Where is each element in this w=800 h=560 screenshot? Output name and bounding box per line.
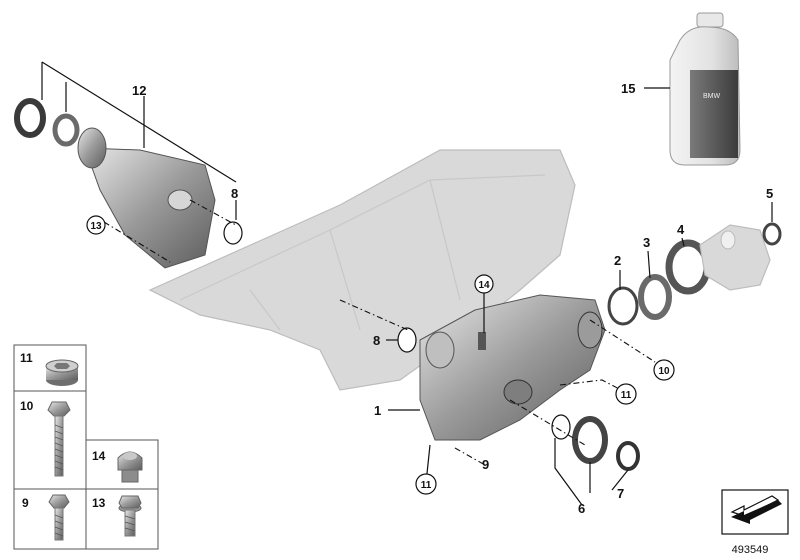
callout-11-right-circle: 11 (615, 383, 637, 405)
legend-num-11: 11 (20, 351, 33, 365)
oil-bottle-label: BMW (703, 93, 721, 100)
o-ring-8-lower (397, 327, 417, 353)
flange-ghost (699, 224, 771, 291)
orientation-arrow-box (721, 489, 789, 535)
callout-4: 4 (677, 222, 685, 237)
callout-11-lower-circle: 11 (415, 473, 437, 495)
legend-num-13: 13 (92, 496, 106, 510)
seal-ring-3 (638, 274, 672, 320)
legend-num-14: 14 (92, 449, 106, 463)
callout-8-upper: 8 (231, 186, 238, 201)
callout-6: 6 (578, 501, 585, 516)
callout-9: 9 (482, 457, 489, 472)
callout-14: 14 (478, 280, 490, 291)
seal-ring-upper-2 (52, 113, 80, 147)
callout-7: 7 (617, 486, 624, 501)
o-ring-lower-1 (551, 414, 571, 440)
callout-14-circle: 14 (474, 274, 494, 294)
callout-15: 15 (621, 81, 635, 96)
seal-ring-7 (616, 441, 640, 471)
seal-ring-2 (607, 286, 639, 326)
short-bolt-icon (48, 494, 70, 541)
differential-housing (419, 294, 606, 441)
seal-ring-5 (762, 222, 782, 246)
callout-13: 13 (90, 221, 102, 232)
long-bolt-icon (47, 401, 71, 477)
seal-ring-6 (572, 416, 608, 464)
callout-8-lower: 8 (373, 333, 380, 348)
screw-plug-icon (45, 359, 79, 386)
o-ring-8-upper (223, 221, 243, 245)
callout-10: 10 (658, 366, 670, 377)
callout-5: 5 (766, 186, 773, 201)
callout-11-lower: 11 (421, 480, 432, 491)
oil-bottle: BMW (669, 12, 741, 166)
seal-ring-upper-1 (14, 98, 46, 138)
flange-bolt-icon (118, 495, 142, 537)
callout-1: 1 (374, 403, 381, 418)
callout-3: 3 (643, 235, 650, 250)
callout-12: 12 (132, 83, 146, 98)
callout-13-circle: 13 (86, 215, 106, 235)
output-flange-housing (77, 127, 216, 269)
diagram-number: 493549 (732, 544, 769, 556)
legend-num-9: 9 (22, 496, 29, 510)
legend-cell-9 (13, 488, 87, 550)
callout-10-circle: 10 (653, 359, 675, 381)
breather-valve-icon (117, 451, 143, 483)
callout-11-right: 11 (621, 390, 632, 401)
callout-2: 2 (614, 253, 621, 268)
fastener-legend: 11 10 14 9 13 (13, 344, 159, 550)
legend-num-10: 10 (20, 399, 34, 413)
arrow-icon (731, 500, 782, 524)
